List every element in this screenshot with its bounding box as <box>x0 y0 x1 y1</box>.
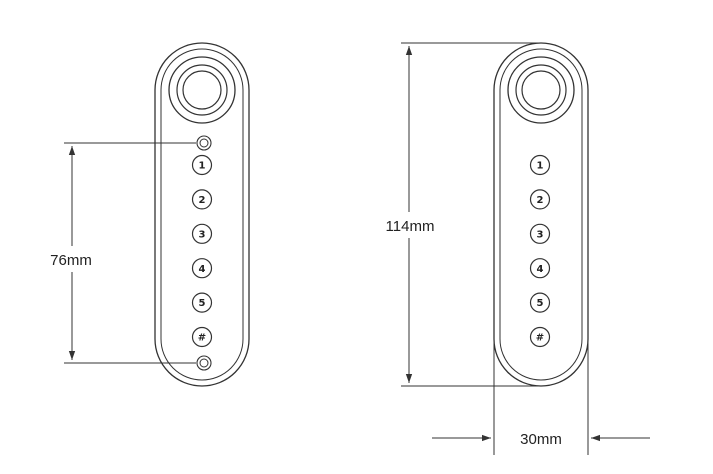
height-label: 114mm <box>386 218 435 235</box>
left-bottom-hole-inner <box>199 358 209 368</box>
right-knob-middle-ring <box>515 64 567 116</box>
right-device-inner-outline <box>499 48 583 381</box>
right-key-6-button <box>529 326 551 348</box>
right-key-2-button <box>529 189 551 210</box>
left-key-1-label: 1 <box>199 161 206 172</box>
left-device-view <box>154 42 250 387</box>
left-key-1-button <box>191 154 213 176</box>
hole-spacing-label: 76mm <box>50 252 92 269</box>
height-label-bg <box>374 212 446 238</box>
right-key-4-label: 4 <box>537 264 544 275</box>
left-key-3-label: 3 <box>199 229 206 240</box>
right-knob-inner-ring <box>521 70 561 110</box>
left-key-6-label: # <box>198 333 206 344</box>
left-key-5-label: 5 <box>199 298 206 309</box>
dimension-width <box>432 340 650 455</box>
left-bottom-hole-outer <box>196 355 212 371</box>
right-key-2-label: 2 <box>537 195 544 206</box>
left-key-6-button <box>191 326 213 348</box>
right-key-3-button <box>529 223 551 244</box>
left-keypad: 1 2 3 4 5 # <box>191 154 213 348</box>
left-top-hole-outer <box>196 135 212 151</box>
left-knob-middle-ring <box>176 64 228 116</box>
right-knob-outer-ring <box>507 56 575 124</box>
hole-spacing-label-bg <box>38 246 106 272</box>
left-device-inner-outline <box>160 48 244 381</box>
left-key-2-button <box>191 189 213 210</box>
left-key-2-label: 2 <box>199 195 206 206</box>
left-top-hole-inner <box>199 138 209 148</box>
left-device-outer-outline <box>154 42 250 387</box>
left-key-5-button <box>191 292 213 313</box>
right-key-5-label: 5 <box>537 298 544 309</box>
right-key-1-button <box>529 154 551 176</box>
right-key-4-button <box>529 258 551 279</box>
left-knob-inner-ring <box>182 70 222 110</box>
left-key-4-button <box>191 258 213 279</box>
left-key-3-button <box>191 223 213 244</box>
left-knob-outer-ring <box>168 56 236 124</box>
left-key-4-label: 4 <box>199 264 206 275</box>
right-key-6-label: # <box>536 333 544 344</box>
width-label: 30mm <box>520 431 562 448</box>
right-key-3-label: 3 <box>537 229 544 240</box>
right-key-1-label: 1 <box>537 161 544 172</box>
right-keypad: 1 2 3 4 5 # <box>529 154 551 348</box>
right-key-5-button <box>529 292 551 313</box>
